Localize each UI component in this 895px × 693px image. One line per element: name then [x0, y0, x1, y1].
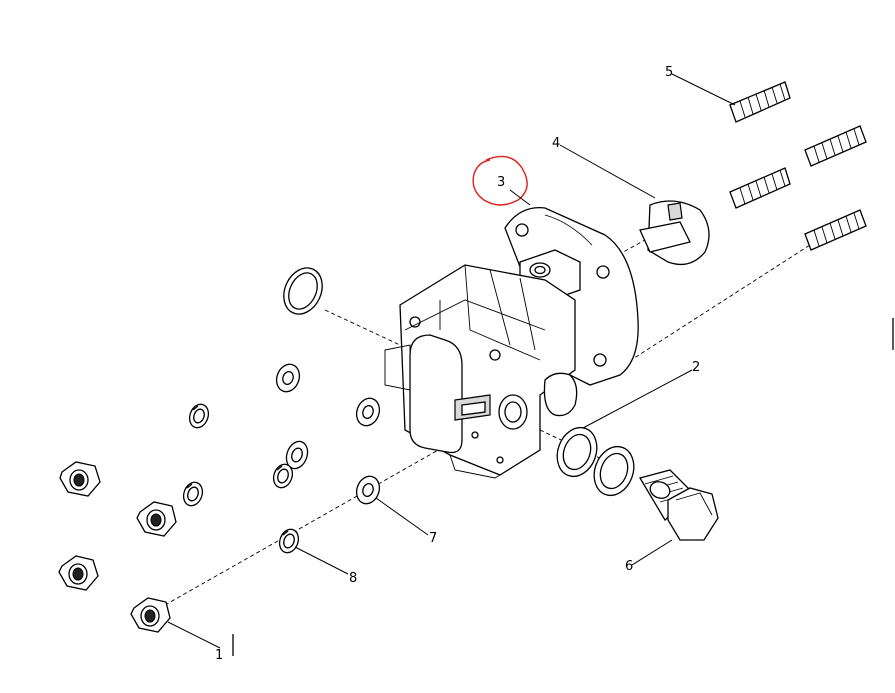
- banjo-bolt: [639, 469, 719, 541]
- stud-b: [804, 125, 867, 167]
- highlight-circle: [472, 155, 528, 206]
- washer-7: [355, 475, 381, 505]
- callout-3: 3: [497, 175, 505, 190]
- callout-6: 6: [625, 559, 633, 574]
- callout-1: 1: [215, 648, 223, 663]
- hex-nuts: [58, 461, 177, 633]
- pump-body: [384, 207, 639, 479]
- callout-4: 4: [552, 136, 560, 151]
- callout-2: 2: [692, 360, 700, 375]
- stud-a: [729, 81, 791, 123]
- stud-c: [729, 167, 791, 209]
- studs: [729, 81, 867, 251]
- leader-lines: [167, 73, 736, 649]
- callout-8: 8: [349, 571, 357, 586]
- hex-nut-a: [59, 461, 101, 497]
- hex-nut-1: [130, 597, 171, 633]
- o-ring-upper: [283, 267, 323, 315]
- hex-nut-c: [58, 555, 99, 591]
- washers: [275, 363, 381, 505]
- stud-d: [804, 209, 867, 251]
- callout-5: 5: [665, 65, 673, 80]
- drive-coupling: [639, 200, 710, 266]
- lock-washer-8: [278, 528, 300, 554]
- hex-nut-b: [136, 501, 177, 537]
- lock-washers: [182, 403, 300, 554]
- callout-labels: 1 2 3 4 5 6 7 8: [215, 65, 700, 663]
- sealing-rings: [556, 426, 635, 497]
- callout-7: 7: [429, 531, 437, 546]
